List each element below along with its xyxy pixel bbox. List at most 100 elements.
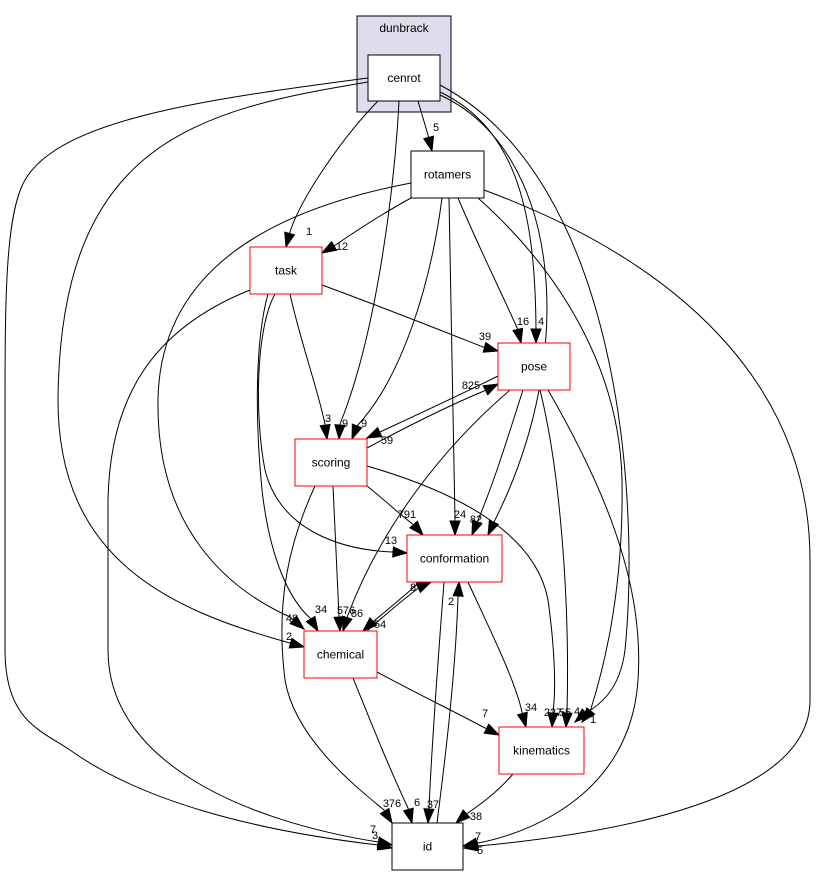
- arrowhead-icon: [482, 383, 500, 396]
- edge-task-to-scoring[interactable]: [289, 293, 331, 441]
- node-chemical[interactable]: chemical: [303, 630, 378, 679]
- edge-weight-label[interactable]: 6: [414, 797, 420, 809]
- edge-weight-label[interactable]: 376: [383, 798, 401, 810]
- edge-cenrot-to-task[interactable]: [284, 100, 379, 249]
- edge-id-to-conformation[interactable]: [436, 580, 464, 824]
- edge-rotamers-to-pose[interactable]: [457, 197, 524, 345]
- arrowhead-icon: [454, 809, 471, 824]
- arrowhead-icon: [365, 426, 383, 439]
- node-label: kinematics: [513, 744, 570, 758]
- arrowhead-icon: [423, 808, 435, 825]
- edge-weight-label[interactable]: 86: [351, 608, 363, 620]
- edge-weight-label[interactable]: 791: [398, 509, 416, 521]
- arrowhead-icon: [581, 707, 596, 724]
- node-label: chemical: [317, 648, 364, 662]
- edge-weight-label[interactable]: 5: [433, 122, 439, 134]
- arrowhead-icon: [284, 231, 296, 249]
- edge-scoring-to-kinematics[interactable]: [366, 465, 559, 729]
- edge-pose-to-kinematics[interactable]: [539, 389, 573, 729]
- edge-pose-to-conformation[interactable]: [471, 389, 524, 537]
- edge-weight-label[interactable]: 9: [342, 418, 348, 430]
- edge-rotamers-to-kinematics[interactable]: [477, 197, 623, 724]
- arrowhead-icon: [289, 615, 306, 630]
- edge-weight-label[interactable]: 34: [525, 702, 537, 714]
- edge-weight-label[interactable]: 55: [559, 707, 571, 719]
- node-label: rotamers: [424, 168, 471, 182]
- edge-weight-label[interactable]: 4: [489, 521, 495, 533]
- edge-weight-label[interactable]: 16: [517, 316, 529, 328]
- edge-cenrot-to-scoring[interactable]: [334, 100, 400, 441]
- edge-task-to-pose[interactable]: [321, 284, 500, 353]
- edge-weight-label[interactable]: 12: [336, 241, 348, 253]
- arrowhead-icon: [561, 712, 573, 729]
- node-label: cenrot: [387, 71, 421, 85]
- edge-weight-label[interactable]: 3: [372, 830, 378, 842]
- edge-weight-label[interactable]: 7: [475, 831, 481, 843]
- edge-pose-to-id[interactable]: [461, 389, 640, 849]
- edge-task-to-conformation[interactable]: [257, 293, 409, 558]
- edge-scoring-to-conformation[interactable]: [366, 485, 424, 537]
- edge-weight-label[interactable]: 4: [574, 706, 580, 718]
- edge-weight-label[interactable]: 1: [590, 714, 596, 726]
- node-task[interactable]: task: [249, 246, 323, 295]
- node-id[interactable]: id: [391, 822, 464, 871]
- edge-weight-label[interactable]: 5: [477, 845, 483, 857]
- edge-weight-label[interactable]: 82: [470, 514, 482, 526]
- edge-rotamers-to-task[interactable]: [320, 197, 412, 254]
- edge-weight-label[interactable]: 576: [337, 605, 355, 617]
- edge-kinematics-to-id[interactable]: [454, 773, 514, 824]
- edge-weight-label[interactable]: 2: [448, 596, 454, 608]
- edge-weight-label[interactable]: 48: [286, 613, 298, 625]
- edge-pose-to-chemical[interactable]: [341, 389, 511, 633]
- edge-weight-label[interactable]: 59: [381, 435, 393, 447]
- edge-conformation-to-kinematics[interactable]: [467, 581, 528, 729]
- node-cenrot[interactable]: cenrot: [367, 54, 441, 102]
- arrowhead-icon: [409, 520, 424, 537]
- arrowhead-icon: [392, 546, 409, 558]
- edge-weight-label[interactable]: 54: [374, 619, 386, 631]
- arrowhead-icon: [376, 836, 394, 848]
- edge-chemical-to-kinematics[interactable]: [376, 671, 501, 736]
- edge-weight-label[interactable]: 227: [544, 707, 562, 719]
- arrowhead-icon: [461, 837, 479, 849]
- edge-chemical-to-id[interactable]: [352, 677, 414, 825]
- node-pose[interactable]: pose: [497, 342, 571, 391]
- edge-scoring-to-id[interactable]: [281, 485, 393, 825]
- edge-weight-label[interactable]: 825: [462, 380, 480, 392]
- edge-weight-label[interactable]: 7: [482, 708, 488, 720]
- edge-cenrot-to-rotamers[interactable]: [417, 100, 435, 153]
- edge-weight-label[interactable]: 24: [454, 509, 466, 521]
- edge-weight-label[interactable]: 4: [538, 316, 544, 328]
- node-conformation[interactable]: conformation: [406, 534, 503, 583]
- edge-cenrot-to-pose[interactable]: [439, 91, 542, 345]
- edge-weight-label[interactable]: 38: [470, 811, 482, 823]
- edge-conformation-to-id[interactable]: [423, 581, 445, 825]
- edge-pose-to-scoring[interactable]: [365, 375, 499, 439]
- edge-scoring-to-pose[interactable]: [366, 383, 500, 449]
- edge-scoring-to-chemical[interactable]: [332, 485, 345, 633]
- edge-weight-label[interactable]: 7: [370, 824, 376, 836]
- node-rotamers[interactable]: rotamers: [410, 150, 485, 199]
- edge-task-to-chemical[interactable]: [256, 293, 319, 633]
- node-label: pose: [521, 360, 547, 374]
- edge-task-to-id[interactable]: [107, 289, 394, 848]
- arrowhead-icon: [319, 423, 331, 441]
- edge-weight-label[interactable]: 9: [361, 418, 367, 430]
- edge-chemical-to-conformation[interactable]: [366, 581, 433, 632]
- edge-rotamers-to-scoring[interactable]: [351, 197, 443, 441]
- edge-weight-label[interactable]: 2: [286, 631, 292, 643]
- node-scoring[interactable]: scoring: [294, 438, 368, 487]
- edge-cenrot-to-chemical[interactable]: [57, 81, 369, 649]
- edge-rotamers-to-conformation[interactable]: [448, 197, 461, 537]
- edge-rotamers-to-chemical[interactable]: [157, 182, 412, 630]
- node-kinematics[interactable]: kinematics: [498, 726, 585, 775]
- edge-weight-label[interactable]: 1: [306, 226, 312, 238]
- edge-weight-label[interactable]: 34: [315, 604, 327, 616]
- edge-weight-label[interactable]: 37: [427, 799, 439, 811]
- edge-weight-label[interactable]: 39: [479, 331, 491, 343]
- edge-weight-label[interactable]: 13: [385, 535, 397, 547]
- edge-weight-label[interactable]: 3: [325, 413, 331, 425]
- arrowhead-icon: [334, 424, 346, 441]
- edge-weight-label[interactable]: 8: [410, 582, 416, 594]
